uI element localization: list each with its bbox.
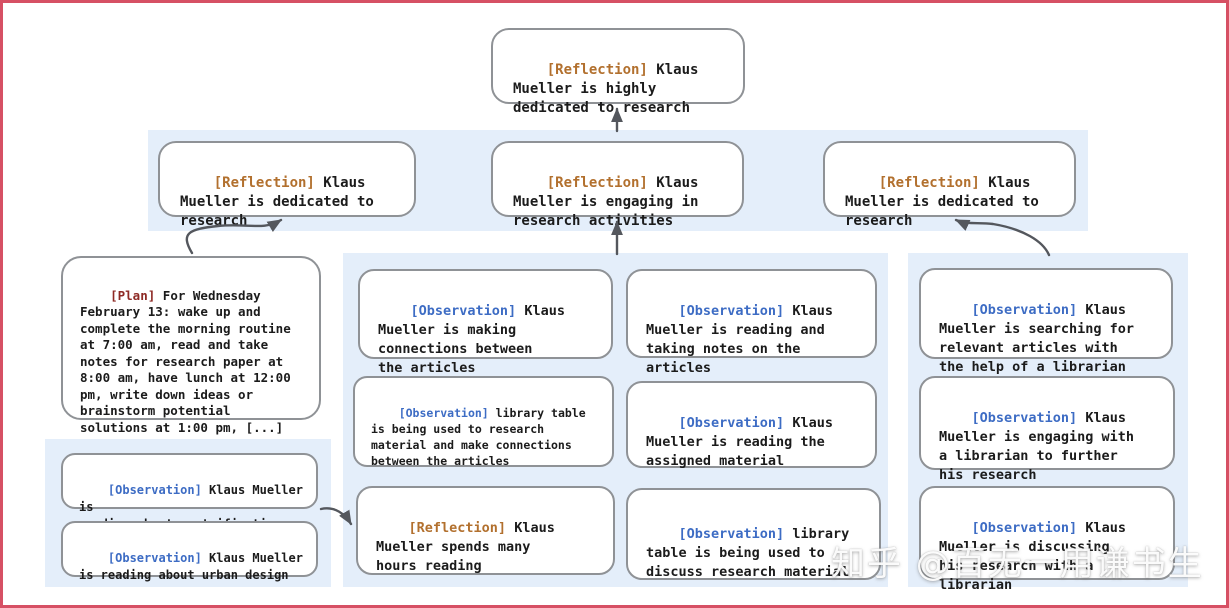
- observation-tag: [Observation]: [107, 483, 202, 497]
- observation-tag: [Observation]: [410, 303, 517, 319]
- node-plan: [Plan] For Wednesday February 13: wake u…: [61, 256, 321, 435]
- node-obs-engaging-librarian: [Observation] Klaus Mueller is engaging …: [919, 376, 1175, 483]
- node-text: Klaus Mueller is reading about urban des…: [79, 551, 303, 582]
- reflection-tag: [Reflection]: [408, 520, 507, 536]
- node-reflection-hours-reading: [Reflection] Klaus Mueller spends many h…: [356, 486, 615, 575]
- node-obs-library-discuss: [Observation] library table is being use…: [626, 488, 881, 580]
- observation-tag: [Observation]: [398, 406, 489, 420]
- node-text: Klaus Mueller is discussing his research…: [939, 520, 1126, 593]
- observation-tag: [Observation]: [971, 302, 1078, 318]
- node-text: Klaus Mueller is making connections betw…: [378, 303, 565, 376]
- node-text: Klaus Mueller is highly dedicated to res…: [513, 62, 699, 116]
- node-obs-discussing-librarian: [Observation] Klaus Mueller is discussin…: [919, 486, 1175, 593]
- node-reflection-center: [Reflection] Klaus Mueller is engaging i…: [491, 141, 744, 229]
- node-obs-assigned-material: [Observation] Klaus Mueller is reading t…: [626, 381, 877, 469]
- node-text: Klaus Mueller is reading the assigned ma…: [646, 415, 833, 469]
- node-text: Klaus Mueller is searching for relevant …: [939, 302, 1135, 375]
- node-obs-gentrification: [Observation] Klaus Mueller is reading a…: [61, 453, 318, 531]
- node-text: Klaus Mueller is engaging in research ac…: [513, 175, 699, 229]
- node-obs-searching-articles: [Observation] Klaus Mueller is searching…: [919, 268, 1173, 375]
- node-text: library table is being used to research …: [371, 406, 586, 468]
- reflection-tag: [Reflection]: [546, 175, 648, 191]
- observation-tag: [Observation]: [971, 520, 1078, 536]
- node-text: Klaus Mueller spends many hours reading: [376, 520, 555, 574]
- node-top-reflection: [Reflection] Klaus Mueller is highly ded…: [491, 28, 745, 116]
- node-text: Klaus Mueller is engaging with a librari…: [939, 410, 1135, 483]
- reflection-tag: [Reflection]: [878, 175, 980, 191]
- node-obs-library-research: [Observation] library table is being use…: [353, 376, 614, 468]
- reflection-tag: [Reflection]: [213, 175, 315, 191]
- node-reflection-left: [Reflection] Klaus Mueller is dedicated …: [158, 141, 416, 229]
- reflection-tag: [Reflection]: [546, 62, 648, 78]
- node-obs-making-connections: [Observation] Klaus Mueller is making co…: [358, 269, 613, 376]
- zhihu-watermark: 知乎 @百无一用谦书生: [831, 544, 1204, 584]
- observation-tag: [Observation]: [678, 303, 785, 319]
- node-text: For Wednesday February 13: wake up and c…: [80, 287, 291, 435]
- plan-tag: [Plan]: [110, 287, 156, 303]
- observation-tag: [Observation]: [678, 415, 785, 431]
- observation-tag: [Observation]: [971, 410, 1078, 426]
- observation-tag: [Observation]: [107, 551, 202, 565]
- node-text: library table is being used to discuss r…: [646, 526, 850, 580]
- node-obs-taking-notes: [Observation] Klaus Mueller is reading a…: [626, 269, 877, 376]
- observation-tag: [Observation]: [678, 526, 785, 542]
- node-text: Klaus Mueller is dedicated to research: [845, 175, 1039, 229]
- node-obs-urban-design: [Observation] Klaus Mueller is reading a…: [61, 521, 318, 582]
- node-reflection-right: [Reflection] Klaus Mueller is dedicated …: [823, 141, 1076, 229]
- node-text: Klaus Mueller is reading and taking note…: [646, 303, 833, 376]
